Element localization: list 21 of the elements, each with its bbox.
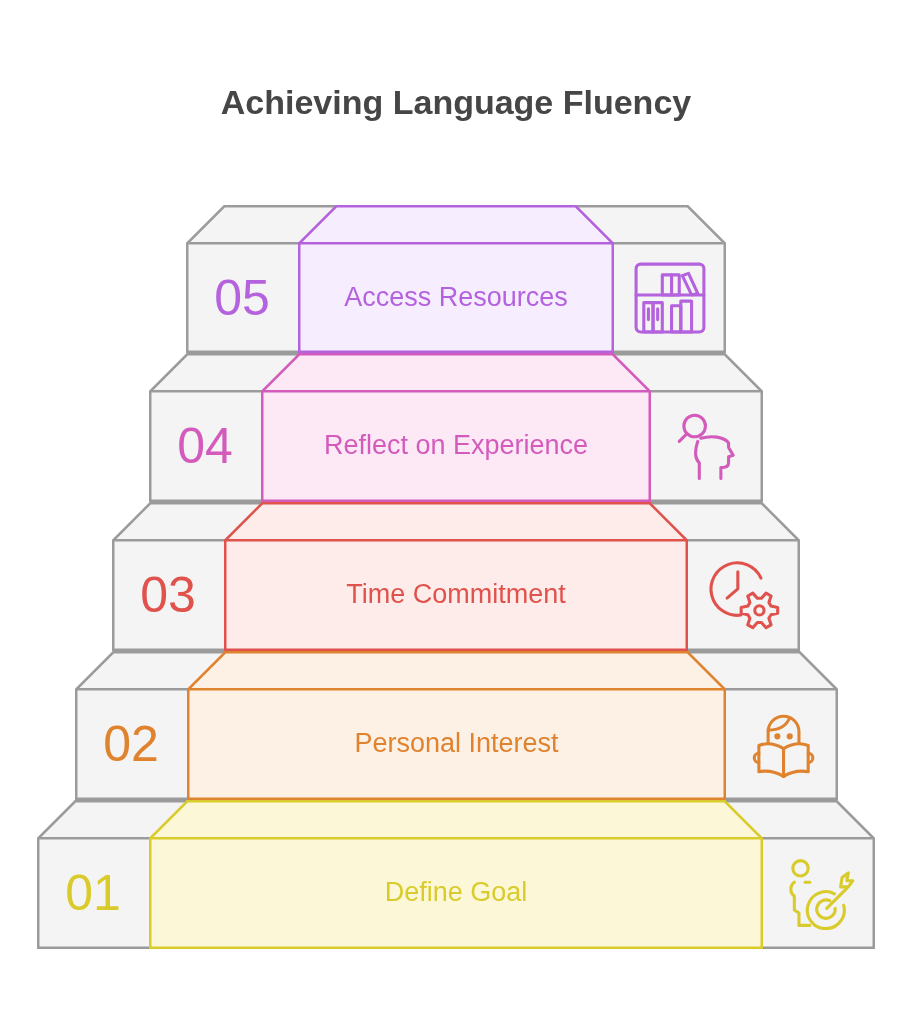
diagram-title: Achieving Language Fluency [220,84,692,122]
step-panel [224,502,688,651]
step-block [149,353,763,502]
step-panel [149,800,763,949]
step-number: 01 [65,868,121,918]
step-panel [261,353,651,502]
step-label: Personal Interest [354,728,559,760]
step-block [186,205,726,353]
step-number: 03 [140,570,196,620]
step-block [37,800,875,949]
step-label: Define Goal [384,877,528,909]
step-panel [187,651,726,800]
step-number: 02 [103,719,159,769]
step-number: 05 [214,272,270,323]
step-block [112,502,800,651]
step-label: Time Commitment [346,579,566,611]
step-label: Reflect on Experience [323,430,589,462]
step-block [75,651,838,800]
step-panel [298,205,614,353]
step-number: 04 [177,421,233,471]
step-label: Access Resources [344,281,568,313]
